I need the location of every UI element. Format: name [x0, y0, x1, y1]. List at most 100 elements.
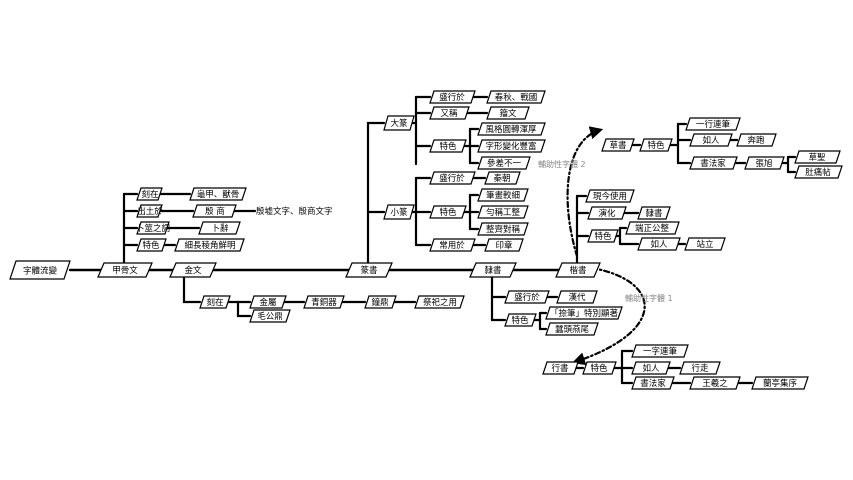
- node-jiagu-carved[interactable]: 刻在: [136, 187, 163, 201]
- node-jiagu-unearthed[interactable]: 出土於: [136, 204, 163, 218]
- node-label: 隸書: [484, 265, 502, 276]
- node-xz-feature[interactable]: 特色: [429, 205, 467, 219]
- node-label: 卜筮之詞: [136, 223, 170, 234]
- node-jiagu-yinshang[interactable]: 殷 商: [192, 204, 237, 218]
- node-box: [751, 376, 809, 390]
- node-jiagu-divination[interactable]: 卜筮之詞: [136, 221, 170, 235]
- node-xs-wangxizhi[interactable]: 王羲之: [689, 376, 741, 390]
- node-ls-f2[interactable]: 蠶頭燕尾: [545, 322, 599, 336]
- node-jin-zhongding[interactable]: 鐘鼎: [364, 295, 397, 309]
- node-box: [545, 306, 623, 320]
- node-label: 如人: [642, 363, 660, 374]
- node-root[interactable]: 字體流變: [9, 260, 71, 280]
- node-dz-f1[interactable]: 風格圓轉渾厚: [477, 122, 546, 136]
- node-jiagu-feature[interactable]: 特色: [136, 238, 167, 252]
- node-ks-lishu[interactable]: 隸書: [637, 206, 671, 220]
- node-jiagu-buci[interactable]: 卜辭: [198, 221, 241, 235]
- node-label: 春秋、戰國: [495, 92, 538, 103]
- node-jiaguwen[interactable]: 甲骨文: [97, 262, 153, 278]
- node-ks-stand[interactable]: 站立: [684, 237, 726, 251]
- node-cs-like[interactable]: 如人: [689, 133, 733, 147]
- node-jin-maogong[interactable]: 毛公鼎: [249, 309, 291, 323]
- node-jinwen[interactable]: 金文: [169, 262, 217, 278]
- node-ls-f1[interactable]: 「捺筆」特別顯著: [545, 306, 623, 320]
- node-box: [504, 290, 550, 304]
- node-jin-sacrifice[interactable]: 祭祀之用: [414, 295, 465, 309]
- node-xz-f3[interactable]: 整齊對稱: [477, 222, 529, 236]
- node-label: 書法家: [700, 158, 726, 169]
- node-label: 金屬: [259, 297, 276, 308]
- node-ls-han[interactable]: 漢代: [556, 290, 598, 304]
- node-xz-flourish[interactable]: 盛行於: [429, 171, 476, 185]
- node-kaishu[interactable]: 楷書: [555, 262, 601, 278]
- node-box: [631, 376, 675, 390]
- node-box: [504, 313, 537, 327]
- node-xz-f2[interactable]: 勻稱工整: [477, 205, 529, 219]
- node-ks-f1[interactable]: 端正公整: [625, 221, 680, 235]
- node-label: 特色: [511, 315, 529, 326]
- node-xs-like[interactable]: 如人: [631, 361, 671, 375]
- node-dz-f3[interactable]: 參差不一: [477, 156, 531, 170]
- node-dz-f2[interactable]: 字形變化豐富: [477, 139, 546, 153]
- node-jin-qingtong[interactable]: 青銅器: [303, 295, 345, 309]
- node-dz-feature[interactable]: 特色: [429, 139, 467, 153]
- node-ks-like[interactable]: 如人: [637, 237, 681, 251]
- node-cs-zhangxu[interactable]: 張旭: [744, 156, 785, 170]
- node-label: 金文: [184, 265, 202, 276]
- node-box: [679, 361, 721, 375]
- node-ls-feature[interactable]: 特色: [504, 313, 537, 327]
- node-box: [136, 187, 163, 201]
- node-ls-flourish[interactable]: 盛行於: [504, 290, 550, 304]
- node-label: 蠶頭燕尾: [555, 324, 590, 335]
- node-box: [477, 205, 529, 219]
- node-dazhuan[interactable]: 大篆: [383, 115, 415, 131]
- node-jiagu-feature-desc[interactable]: 細長稜角鮮明: [174, 238, 245, 252]
- node-cs-work[interactable]: 肚痛帖: [794, 165, 843, 179]
- arrow-to-caoshu: [566, 126, 604, 258]
- node-box: [97, 262, 153, 278]
- node-label: 如人: [650, 239, 668, 250]
- node-cs-f1[interactable]: 一行連筆: [685, 117, 741, 131]
- node-dz-flourish[interactable]: 盛行於: [429, 90, 476, 104]
- node-xs-feature[interactable]: 特色: [582, 361, 617, 375]
- node-label: 筆畫較細: [486, 190, 520, 201]
- node-dz-period[interactable]: 春秋、戰國: [486, 90, 546, 104]
- node-label: 漢代: [568, 292, 586, 303]
- node-jiagu-yinxu: 殷墟文字、殷商文字: [256, 206, 333, 217]
- node-xz-f1[interactable]: 筆畫較細: [477, 188, 529, 202]
- node-label: 現今使用: [593, 191, 627, 202]
- node-jiagu-carved-on[interactable]: 龜甲、獸骨: [189, 187, 247, 201]
- node-dz-zhouwen[interactable]: 籀文: [486, 106, 530, 120]
- node-xz-qin[interactable]: 秦朝: [484, 171, 521, 185]
- node-lishu[interactable]: 隸書: [469, 262, 517, 278]
- node-jin-carved[interactable]: 刻在: [199, 295, 231, 309]
- node-ks-current[interactable]: 現今使用: [585, 189, 635, 203]
- node-label: 一行連筆: [696, 119, 731, 130]
- node-cs-title[interactable]: 草聖: [794, 150, 841, 164]
- node-cs-calligrapher[interactable]: 書法家: [689, 156, 738, 170]
- node-jin-bronze[interactable]: 金屬: [249, 295, 287, 309]
- node-box: [477, 122, 546, 136]
- node-xs-calligrapher[interactable]: 書法家: [631, 376, 675, 390]
- node-xs-walk[interactable]: 行走: [679, 361, 721, 375]
- node-xs-work[interactable]: 蘭亭集序: [751, 376, 809, 390]
- node-box: [744, 156, 785, 170]
- node-box: [429, 139, 467, 153]
- node-xz-seal[interactable]: 印章: [484, 238, 524, 252]
- node-label: 蘭亭集序: [763, 378, 798, 389]
- node-dz-alias[interactable]: 又稱: [429, 106, 470, 120]
- node-xiaozhuan[interactable]: 小篆: [383, 204, 415, 220]
- node-zhuanshu[interactable]: 篆書: [345, 262, 393, 278]
- node-xingshu[interactable]: 行書: [542, 361, 579, 375]
- node-cs-feature[interactable]: 特色: [639, 138, 673, 152]
- node-ks-evolve[interactable]: 演化: [587, 206, 627, 220]
- node-cs-run[interactable]: 奔跑: [736, 133, 777, 147]
- node-xz-usage[interactable]: 常用於: [429, 238, 476, 252]
- node-ks-feature[interactable]: 特色: [587, 229, 619, 243]
- node-label: 整齊對稱: [486, 224, 521, 235]
- node-caoshu[interactable]: 草書: [601, 138, 635, 152]
- node-label: 「捺筆」特別顯著: [550, 308, 619, 319]
- node-box: [429, 106, 470, 120]
- node-label: 風格圓轉渾厚: [485, 124, 537, 135]
- node-xs-f1[interactable]: 一字連筆: [631, 344, 689, 358]
